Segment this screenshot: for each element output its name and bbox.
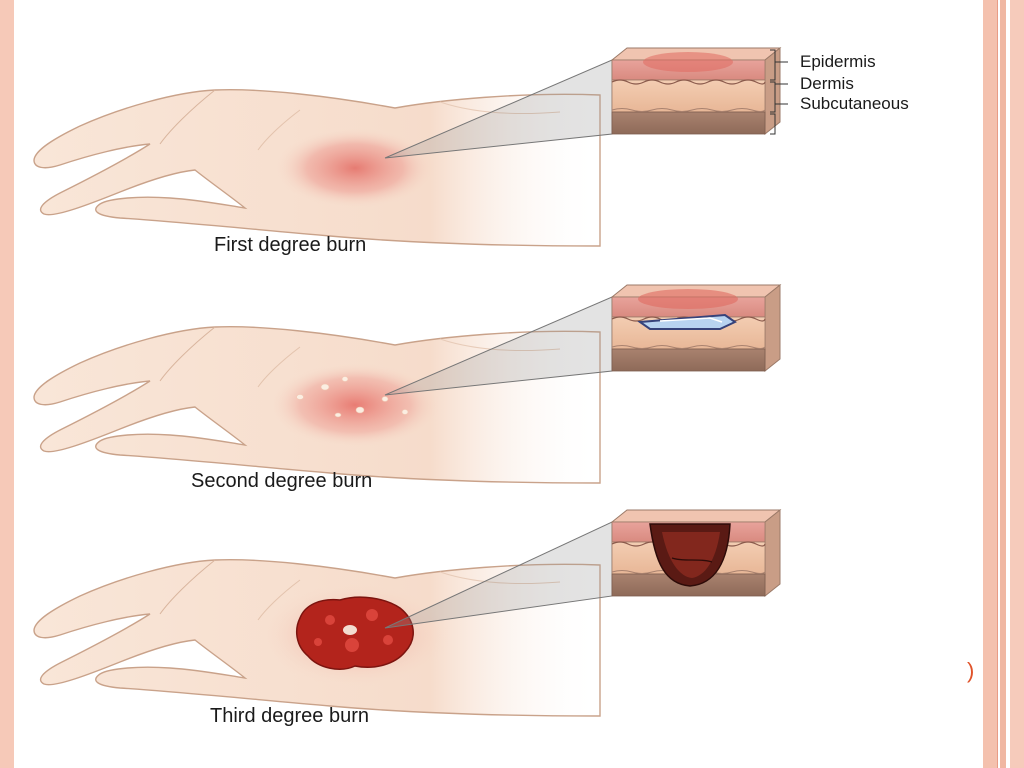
skin-layers-block-full-thickness [611, 509, 781, 597]
caption-first-degree: First degree burn [214, 234, 366, 256]
slide-border-left [0, 0, 14, 768]
first-degree-burn-area [275, 128, 435, 208]
layer-legend: Epidermis Dermis Subcutaneous [770, 49, 909, 135]
decorative-paren: ) [967, 658, 974, 683]
skin-layers-block-blister [611, 284, 781, 372]
slide-border-right-inner [1010, 0, 1024, 768]
label-dermis: Dermis [800, 74, 854, 93]
panel-third-degree: Third degree burn [33, 509, 781, 727]
second-degree-burn-area [270, 363, 440, 447]
caption-second-degree: Second degree burn [191, 470, 372, 492]
label-epidermis: Epidermis [800, 52, 876, 71]
panel-second-degree: Second degree burn [33, 284, 781, 492]
panel-first-degree: Epidermis Dermis Subcutaneous First degr… [33, 47, 909, 256]
slide-border-right-middle [1000, 0, 1006, 768]
slide-border-rule [997, 0, 998, 768]
skin-layers-block-normal [611, 47, 781, 135]
blisters [296, 376, 409, 418]
caption-third-degree: Third degree burn [210, 705, 369, 727]
label-subcutaneous: Subcutaneous [800, 94, 909, 113]
slide-border-right-outer [983, 0, 997, 768]
